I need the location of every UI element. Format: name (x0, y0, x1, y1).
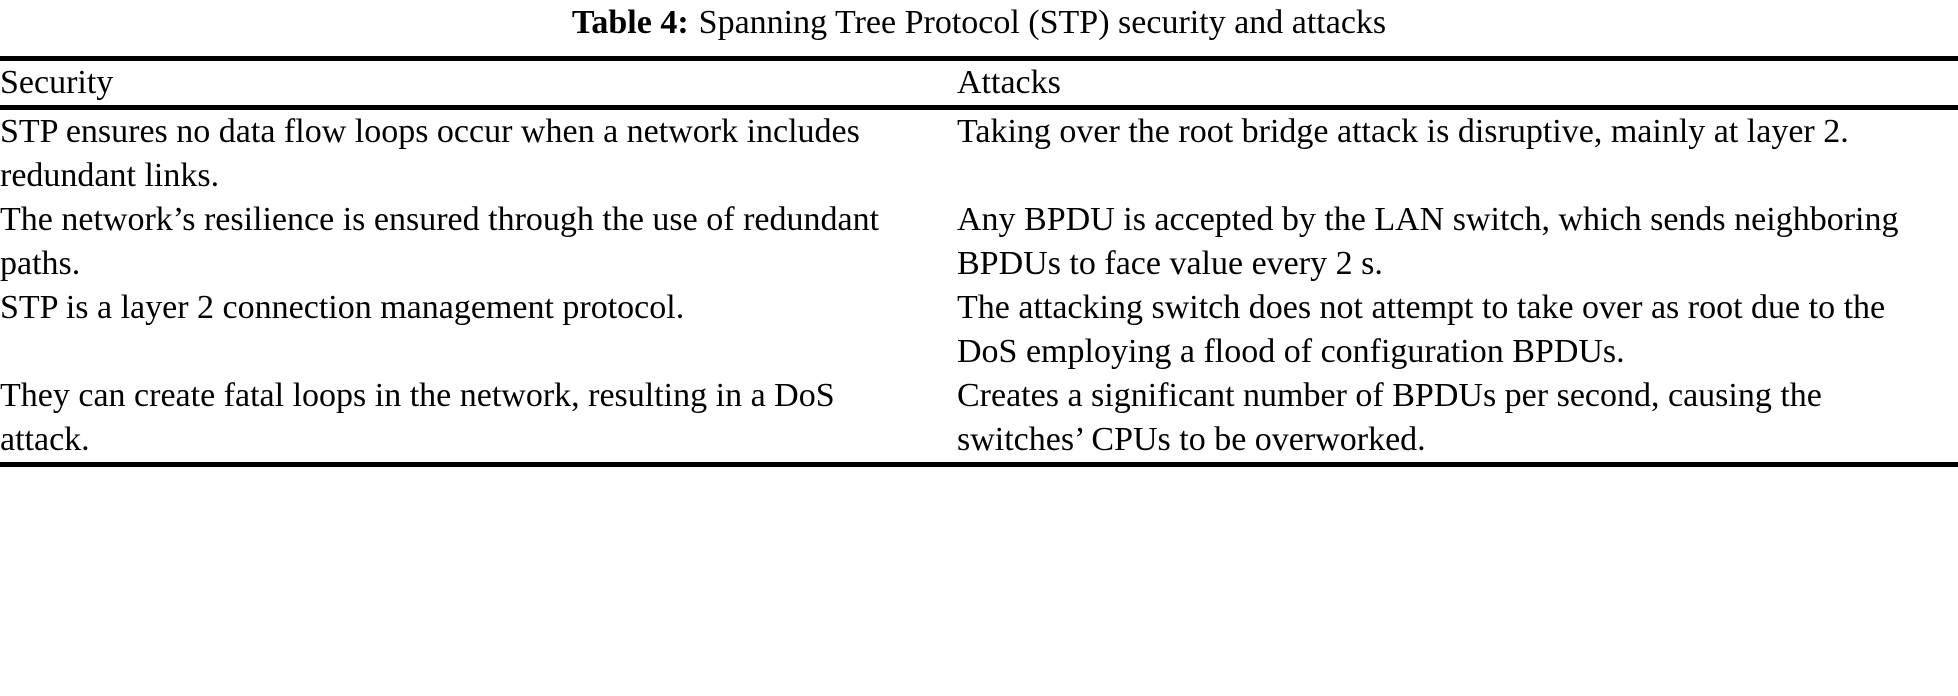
cell-security: They can create fatal loops in the netwo… (0, 374, 957, 467)
caption-label: Table 4: (571, 4, 689, 41)
table-row: The network’s resilience is ensured thro… (0, 198, 1958, 286)
cell-attacks: Taking over the root bridge attack is di… (957, 108, 1958, 199)
column-header-attacks-label: Attacks (957, 64, 1061, 101)
cell-security-text: STP ensures no data flow loops occur whe… (0, 113, 860, 194)
cell-attacks: Any BPDU is accepted by the LAN switch, … (957, 198, 1958, 286)
cell-attacks-text: The attacking switch does not attempt to… (957, 289, 1886, 370)
caption-text: Spanning Tree Protocol (STP) security an… (698, 4, 1387, 41)
cell-attacks-text: Creates a significant number of BPDUs pe… (957, 377, 1822, 458)
cell-security: STP ensures no data flow loops occur whe… (0, 108, 957, 199)
cell-security: STP is a layer 2 connection management p… (0, 286, 957, 374)
table-row: STP ensures no data flow loops occur whe… (0, 108, 1958, 199)
table-head: Security Attacks (0, 56, 1958, 110)
table-body: STP ensures no data flow loops occur whe… (0, 108, 1958, 467)
table-row: They can create fatal loops in the netwo… (0, 374, 1958, 467)
cell-attacks: The attacking switch does not attempt to… (957, 286, 1958, 374)
column-header-security: Security (0, 56, 957, 110)
cell-security-text: They can create fatal loops in the netwo… (0, 377, 835, 458)
table-caption: Table 4:Spanning Tree Protocol (STP) sec… (0, 0, 1958, 56)
cell-attacks-text: Taking over the root bridge attack is di… (957, 113, 1849, 150)
table-header-row: Security Attacks (0, 56, 1958, 110)
column-header-security-label: Security (0, 64, 114, 101)
stp-security-attacks-table: Security Attacks STP ensures no data flo… (0, 56, 1958, 467)
cell-security-text: The network’s resilience is ensured thro… (0, 201, 880, 282)
table-row: STP is a layer 2 connection management p… (0, 286, 1958, 374)
cell-attacks: Creates a significant number of BPDUs pe… (957, 374, 1958, 467)
cell-security: The network’s resilience is ensured thro… (0, 198, 957, 286)
column-header-attacks: Attacks (957, 56, 1958, 110)
cell-security-text: STP is a layer 2 connection management p… (0, 289, 685, 326)
cell-attacks-text: Any BPDU is accepted by the LAN switch, … (957, 201, 1899, 282)
